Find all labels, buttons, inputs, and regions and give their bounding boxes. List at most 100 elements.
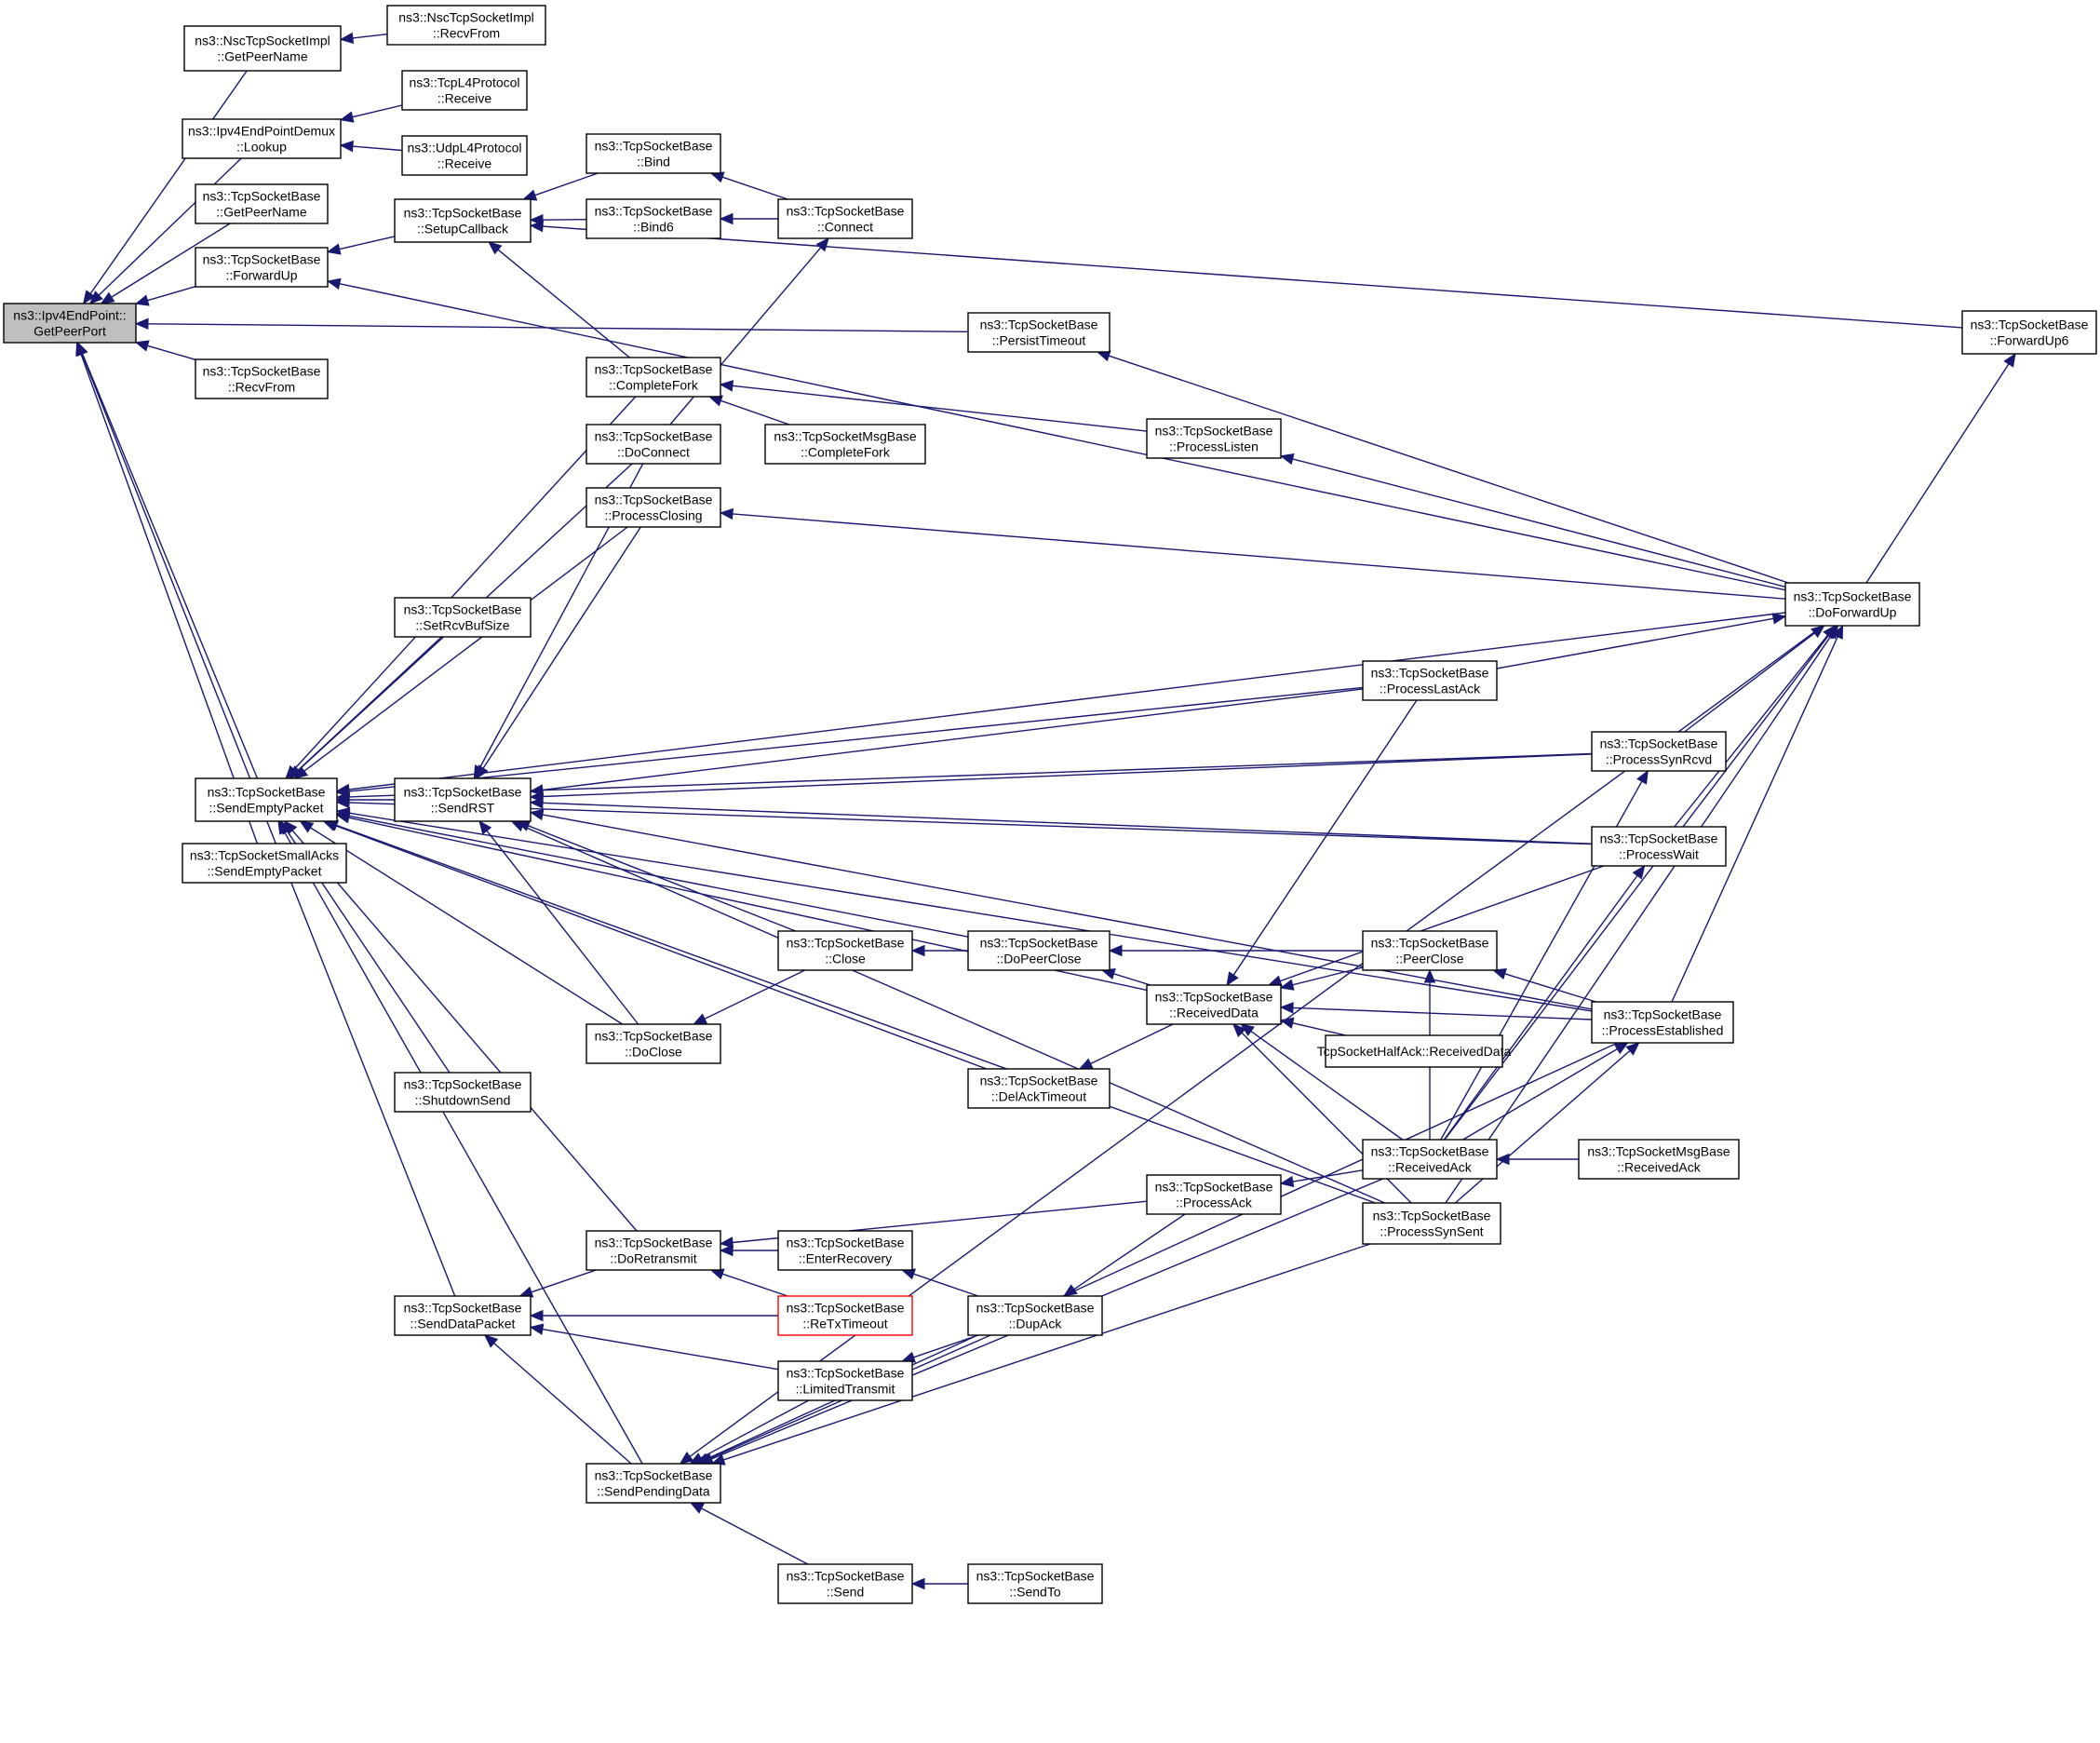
node-processlisten[interactable]: ns3::TcpSocketBase::ProcessListen (1146, 418, 1282, 459)
node-label-line: ::SendEmptyPacket (208, 864, 322, 879)
edge-receivedack-to-doforwardup (1444, 634, 1830, 1141)
node-label-line: ::ProcessListen (1169, 439, 1259, 454)
node-label-line: ns3::TcpSocketBase (404, 1077, 522, 1092)
arrowhead-processsynrcvd-to-doforwardup (1811, 625, 1825, 639)
node-box (195, 358, 329, 399)
node-label-line: ns3::TcpSocketBase (203, 364, 321, 379)
node-label-line: ::ReceivedAck (1617, 1160, 1701, 1175)
edge-bind-to-setupcallback (534, 172, 599, 196)
node-tcpl4-receive[interactable]: ns3::TcpL4Protocol::Receive (401, 70, 528, 111)
node-forwardup[interactable]: ns3::TcpSocketBase::ForwardUp (195, 247, 329, 288)
nodes-layer: ns3::Ipv4EndPoint::GetPeerPort ns3::NscTc… (3, 5, 2097, 1604)
node-box (777, 1295, 913, 1336)
arrowhead-tcpl4_receive-to-demux_lookup (339, 111, 355, 123)
node-sendpendingdata[interactable]: ns3::TcpSocketBase::SendPendingData (586, 1463, 721, 1504)
node-bind6[interactable]: ns3::TcpSocketBase::Bind6 (586, 198, 721, 239)
node-box (1961, 310, 2097, 355)
node-udpl4-receive[interactable]: ns3::UdpL4Protocol::Receive (401, 135, 528, 176)
node-limitedtransmit[interactable]: ns3::TcpSocketBase::LimitedTransmit (777, 1360, 913, 1401)
node-label-line: ::Bind6 (633, 220, 674, 235)
node-processlastack[interactable]: ns3::TcpSocketBase::ProcessLastAck (1362, 660, 1498, 701)
node-processestablished[interactable]: ns3::TcpSocketBase::ProcessEstablished (1591, 1001, 1734, 1044)
node-label-line: ns3::TcpSocketBase (595, 493, 713, 507)
node-msg-receivedack[interactable]: ns3::TcpSocketMsgBase::ReceivedAck (1578, 1139, 1740, 1180)
node-label-line: ::SendDataPacket (411, 1317, 516, 1331)
node-nsc-getpeername[interactable]: ns3::NscTcpSocketImpl::GetPeerName (183, 25, 342, 72)
node-retxtimeout[interactable]: ns3::TcpSocketBase::ReTxTimeout (777, 1295, 913, 1336)
node-sendto[interactable]: ns3::TcpSocketBase::SendTo (967, 1563, 1103, 1604)
node-processwait[interactable]: ns3::TcpSocketBase::ProcessWait (1591, 826, 1727, 867)
node-label-line: ns3::TcpL4Protocol (409, 75, 519, 90)
node-label-line: ns3::TcpSocketBase (787, 1569, 905, 1584)
node-label-line: ::SendRST (431, 801, 495, 816)
node-enterrecovery[interactable]: ns3::TcpSocketBase::EnterRecovery (777, 1230, 913, 1271)
edge-close-to-doclose (704, 969, 806, 1020)
node-label-line: ::ProcessClosing (604, 508, 702, 523)
node-shutdownsend[interactable]: ns3::TcpSocketBase::ShutdownSend (394, 1072, 532, 1113)
edge-sendemptypacket-to-root (81, 353, 259, 779)
node-box (1591, 826, 1727, 867)
edge-send-to-sendpendingdata (701, 1507, 809, 1565)
node-receivedack[interactable]: ns3::TcpSocketBase::ReceivedAck (1362, 1139, 1498, 1180)
node-getpeername[interactable]: ns3::TcpSocketBase::GetPeerName (195, 183, 329, 224)
node-processsynsent[interactable]: ns3::TcpSocketBase::ProcessSynSent (1362, 1202, 1501, 1245)
edge-halfack-to-receiveddata (1292, 1022, 1347, 1036)
node-root[interactable]: ns3::Ipv4EndPoint::GetPeerPort (3, 303, 137, 344)
node-doforwardup[interactable]: ns3::TcpSocketBase::DoForwardUp (1784, 582, 1920, 627)
node-box (777, 198, 913, 239)
node-demux-lookup[interactable]: ns3::Ipv4EndPointDemux::Lookup (182, 118, 342, 159)
node-label-line: ns3::TcpSocketBase (1371, 1144, 1489, 1159)
arrowhead-receivedack-to-peerclose (1423, 968, 1436, 983)
node-setupcallback[interactable]: ns3::TcpSocketBase::SetupCallback (394, 198, 532, 243)
node-processclosing[interactable]: ns3::TcpSocketBase::ProcessClosing (586, 487, 721, 528)
edge-completefork-to-sendemptypacket (293, 396, 637, 770)
node-senddatapacket[interactable]: ns3::TcpSocketBase::SendDataPacket (394, 1295, 532, 1336)
node-processsynrcvd[interactable]: ns3::TcpSocketBase::ProcessSynRcvd (1591, 731, 1727, 772)
node-label-line: ::ProcessSynSent (1380, 1224, 1483, 1239)
node-close[interactable]: ns3::TcpSocketBase::Close (777, 930, 913, 971)
node-dupack[interactable]: ns3::TcpSocketBase::DupAck (967, 1295, 1103, 1336)
node-bind[interactable]: ns3::TcpSocketBase::Bind (586, 133, 721, 174)
node-connect[interactable]: ns3::TcpSocketBase::Connect (777, 198, 913, 239)
node-peerclose[interactable]: ns3::TcpSocketBase::PeerClose (1362, 930, 1498, 971)
node-persisttimeout[interactable]: ns3::TcpSocketBase::PersistTimeout (967, 312, 1111, 353)
node-halfack[interactable]: TcpSocketHalfAck::ReceivedData (1317, 1034, 1512, 1068)
node-box (183, 25, 342, 72)
node-delacktimeout[interactable]: ns3::TcpSocketBase::DelAckTimeout (967, 1068, 1111, 1109)
edge-processsynsent-to-doforwardup (1445, 635, 1832, 1204)
arrowhead-send-to-sendpendingdata (689, 1502, 705, 1514)
node-label-line: ::EnterRecovery (799, 1251, 892, 1266)
node-setrcvbufsize[interactable]: ns3::TcpSocketBase::SetRcvBufSize (394, 597, 532, 638)
node-forwardup6[interactable]: ns3::TcpSocketBase::ForwardUp6 (1961, 310, 2097, 355)
node-box (1362, 1139, 1498, 1180)
node-sendemptypacket[interactable]: ns3::TcpSocketBase::SendEmptyPacket (195, 777, 338, 822)
node-processack[interactable]: ns3::TcpSocketBase::ProcessAck (1146, 1174, 1282, 1215)
node-dopeerclose[interactable]: ns3::TcpSocketBase::DoPeerClose (967, 930, 1111, 971)
edge-processack-to-dupack (1073, 1213, 1186, 1290)
arrowhead-doforwardup-to-forwardup6 (2003, 352, 2016, 368)
arrowhead-processsynsent-to-receiveddata (1232, 1023, 1246, 1037)
node-msg-completefork[interactable]: ns3::TcpSocketMsgBase::CompleteFork (764, 424, 926, 465)
node-box (967, 930, 1111, 971)
node-box (394, 597, 532, 638)
node-doconnect[interactable]: ns3::TcpSocketBase::DoConnect (586, 424, 721, 465)
arrowhead-enterrecovery-to-doretransmit (719, 1244, 734, 1257)
node-completefork[interactable]: ns3::TcpSocketBase::CompleteFork (586, 357, 721, 398)
node-label-line: ::DoRetransmit (610, 1251, 696, 1266)
node-doclose[interactable]: ns3::TcpSocketBase::DoClose (586, 1023, 721, 1064)
edge-msg_completefork-to-completefork (720, 399, 790, 426)
node-label-line: ::Receive (438, 156, 492, 171)
node-box (586, 357, 721, 398)
node-send[interactable]: ns3::TcpSocketBase::Send (777, 1563, 913, 1604)
node-box (386, 5, 546, 46)
node-box (586, 1023, 721, 1064)
node-doretransmit[interactable]: ns3::TcpSocketBase::DoRetransmit (586, 1230, 721, 1271)
node-smallacks[interactable]: ns3::TcpSocketSmallAcks::SendEmptyPacket (182, 843, 347, 884)
node-nsc-recvfrom[interactable]: ns3::NscTcpSocketImpl::RecvFrom (386, 5, 546, 46)
node-receiveddata[interactable]: ns3::TcpSocketBase::ReceivedData (1146, 984, 1282, 1025)
node-label-line: ns3::TcpSocketBase (595, 139, 713, 154)
node-recvfrom[interactable]: ns3::TcpSocketBase::RecvFrom (195, 358, 329, 399)
node-sendrst[interactable]: ns3::TcpSocketBase::SendRST (394, 777, 532, 822)
node-label-line: ns3::TcpSocketBase (203, 189, 321, 204)
